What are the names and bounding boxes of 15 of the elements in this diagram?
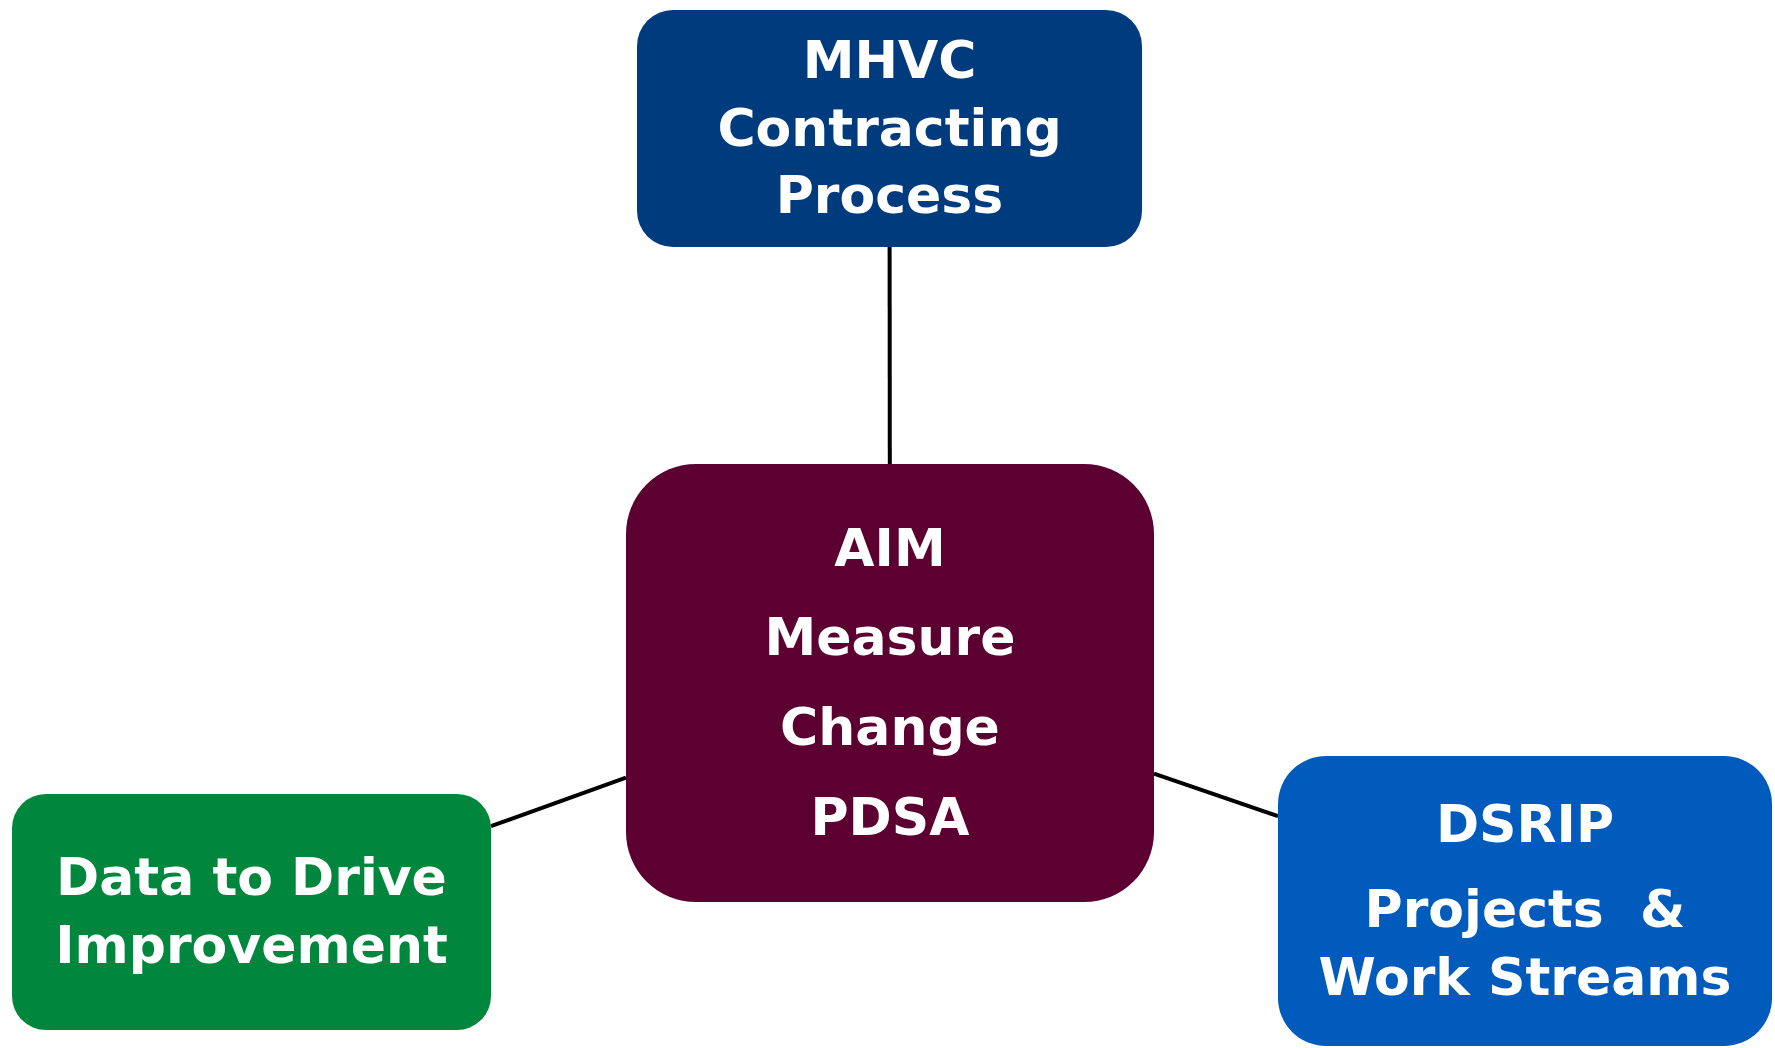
- connector-line: [490, 775, 627, 828]
- box-label: Measure: [764, 606, 1016, 670]
- box-label: Change: [780, 696, 1000, 759]
- box-label: PDSA: [810, 785, 970, 849]
- box-label: MHVC Contracting Process: [716, 29, 1063, 228]
- rounded-box: [637, 10, 1142, 247]
- rounded-box: [626, 464, 1154, 902]
- connector-line: [887, 247, 892, 464]
- box-label: DSRIP: [1435, 792, 1615, 856]
- box-label: AIM: [834, 516, 946, 580]
- box-label: Data to Drive Improvement: [54, 846, 449, 977]
- rounded-box: [1278, 756, 1772, 1046]
- rounded-box: [12, 794, 491, 1030]
- connector-line: [1153, 771, 1279, 819]
- box-label: Projects & Work Streams: [1317, 878, 1733, 1009]
